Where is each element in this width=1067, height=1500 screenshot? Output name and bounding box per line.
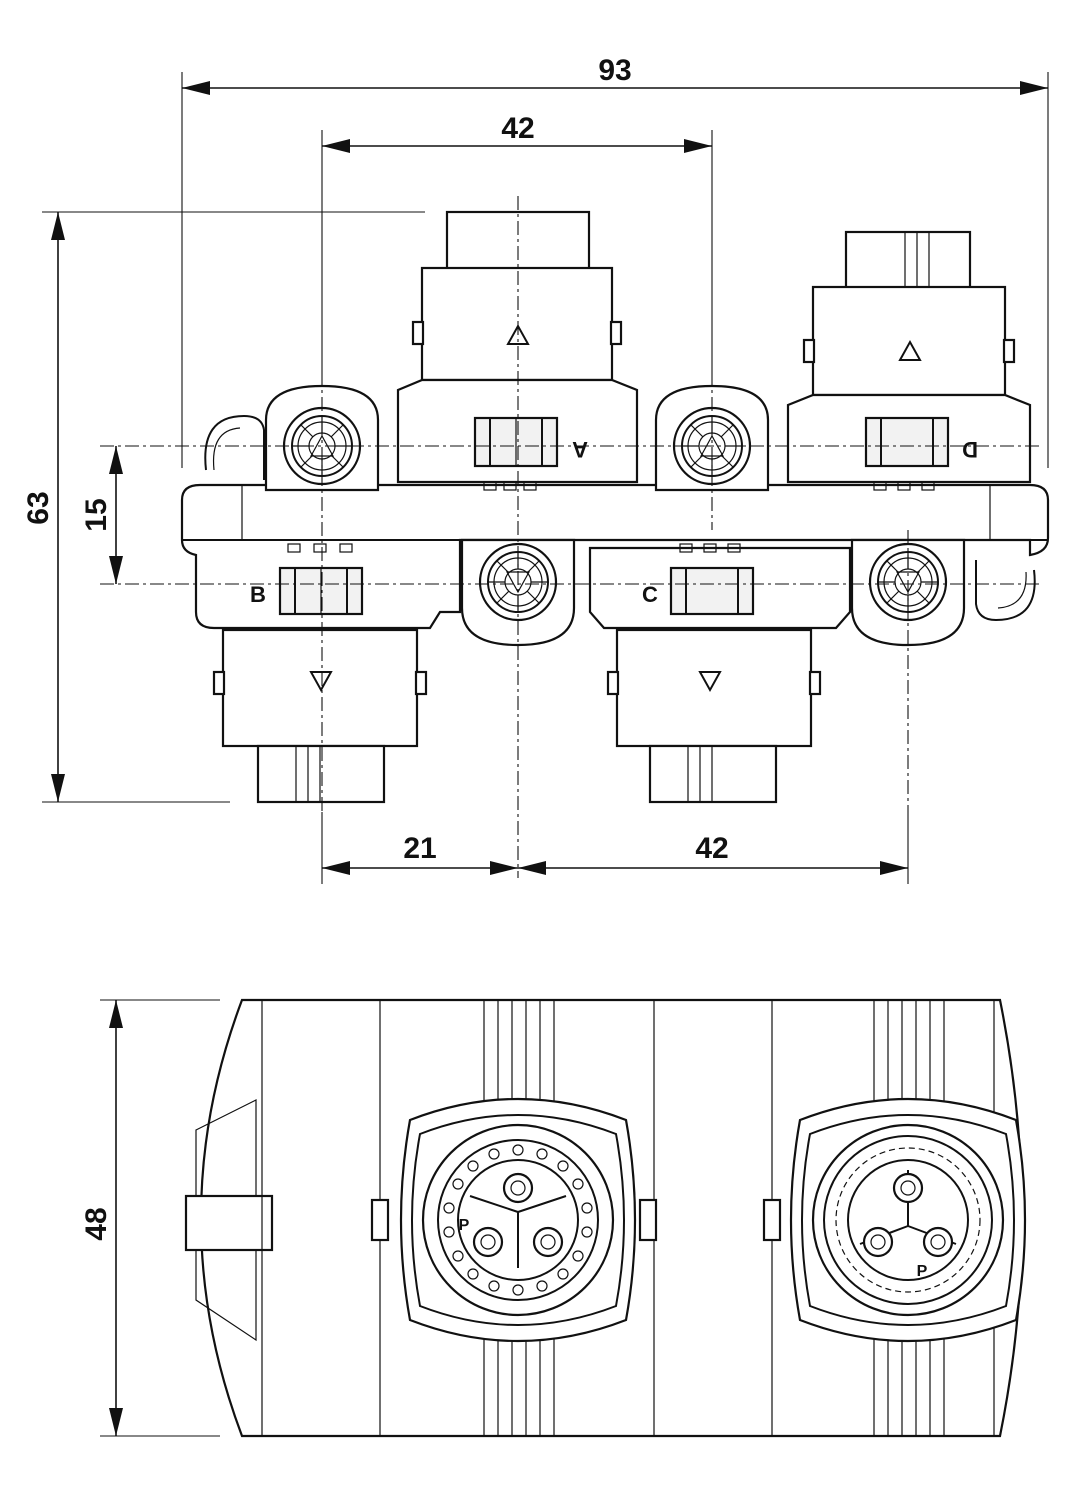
pin-label-right: P xyxy=(917,1263,928,1280)
connector-face-right: P xyxy=(762,1097,1027,1343)
dimension-overall-width xyxy=(182,81,1048,95)
dim-label-pitch-top: 42 xyxy=(501,112,534,145)
dim-label-overall-height: 63 xyxy=(22,491,55,524)
bottom-view: P P 48 xyxy=(80,998,1027,1438)
connector-c xyxy=(606,628,822,804)
coding-window-c xyxy=(669,566,755,616)
dimension-pitch-top xyxy=(322,139,712,153)
port-label-b: B xyxy=(250,582,266,607)
dimension-overall-height xyxy=(51,212,65,802)
connector-face-left: P xyxy=(370,1097,658,1343)
dim-label-row-offset: 15 xyxy=(80,498,113,531)
coding-window-a xyxy=(473,416,559,468)
ribs-right xyxy=(873,1000,945,1436)
connector-d xyxy=(786,230,1032,484)
coding-window-b xyxy=(278,566,364,616)
screw-boss-bottom-middle xyxy=(460,538,576,647)
port-label-d: D xyxy=(962,437,978,462)
dim-label-overall-width: 93 xyxy=(598,54,631,87)
port-label-c: C xyxy=(642,582,658,607)
dimension-depth xyxy=(109,1000,123,1436)
connector-b xyxy=(212,628,428,804)
latch-tabs xyxy=(287,481,935,553)
dimension-row-offset xyxy=(109,446,123,584)
extension-lines xyxy=(42,72,1049,884)
port-label-a: A xyxy=(572,437,588,462)
coding-window-d xyxy=(864,416,950,468)
dimension-half-pitch xyxy=(322,861,518,875)
dim-label-pitch-bottom: 42 xyxy=(695,832,728,865)
dimension-pitch-bottom xyxy=(518,861,908,875)
pin-label-left: P xyxy=(459,1217,470,1234)
dim-label-depth: 48 xyxy=(80,1207,113,1240)
center-lines xyxy=(100,196,1040,878)
dim-label-half-pitch: 21 xyxy=(403,832,436,865)
front-view: A D B C 93 xyxy=(22,54,1050,884)
ribs-left xyxy=(483,1000,555,1436)
